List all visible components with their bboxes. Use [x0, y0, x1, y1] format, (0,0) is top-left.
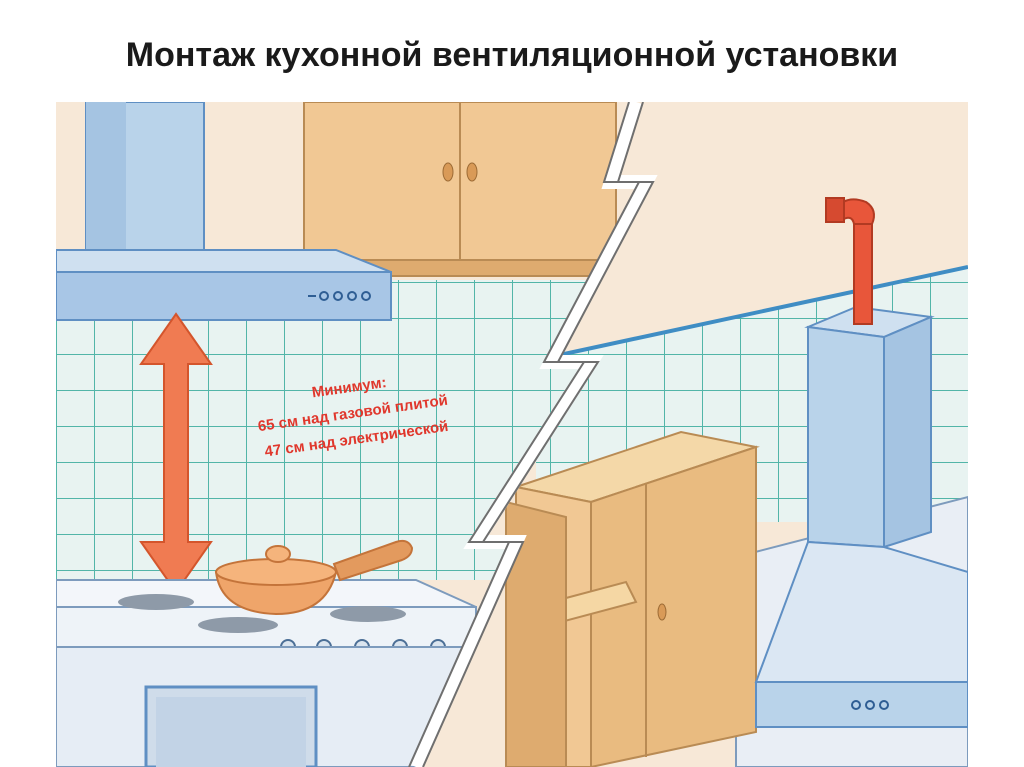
cabinet-handle [442, 162, 454, 182]
cabinet-handle [657, 603, 667, 621]
hood-buttons [308, 291, 371, 301]
exhaust-pipe [825, 197, 875, 325]
wall-hood [56, 102, 392, 321]
upper-cabinet [303, 102, 617, 277]
burner [118, 594, 194, 610]
base-cabinet [505, 430, 760, 767]
knob-icon [865, 700, 875, 710]
kitchen-hood-illustration: Минимум: 65 см над газовой плитой 47 см … [56, 102, 968, 767]
burner [198, 617, 278, 633]
knob-icon [333, 291, 343, 301]
lightning-divider-icon [408, 102, 658, 767]
knob-icon [879, 700, 889, 710]
knob-icon [361, 291, 371, 301]
knob-icon [319, 291, 329, 301]
knob-icon [851, 700, 861, 710]
cabinet-handle [466, 162, 478, 182]
canopy-hood [754, 540, 968, 728]
burner [330, 606, 406, 622]
duct-box [804, 305, 935, 549]
slide-title: Монтаж кухонной вентиляционной установки [125, 36, 899, 74]
frying-pan [214, 539, 414, 616]
knob-icon [347, 291, 357, 301]
open-cabinet-door [505, 500, 567, 767]
